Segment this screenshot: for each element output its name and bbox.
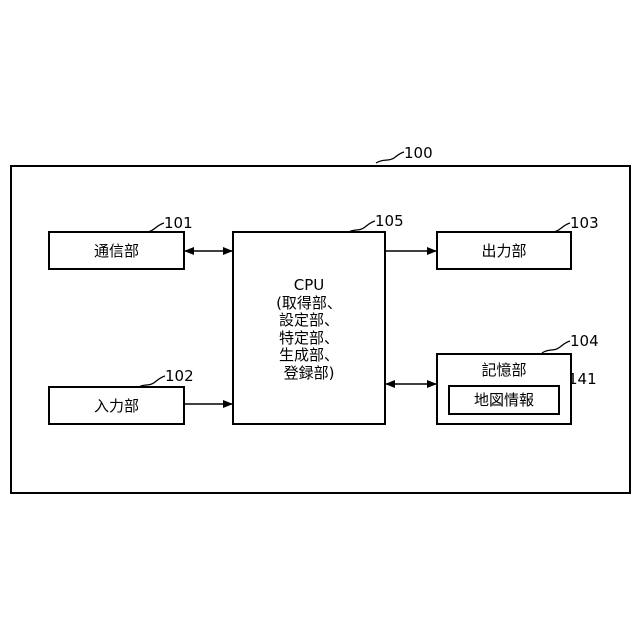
leader-100 bbox=[376, 152, 404, 163]
ref-101: 101 bbox=[164, 215, 193, 231]
ref-105: 105 bbox=[375, 213, 404, 229]
storage-unit-label: 記憶部 bbox=[438, 361, 570, 379]
cpu-box: CPU (取得部、 設定部、 特定部、 生成部、 登録部) bbox=[232, 231, 386, 425]
map-info-box: 地図情報 bbox=[448, 385, 560, 415]
output-unit-label: 出力部 bbox=[438, 242, 570, 260]
storage-unit-box: 記憶部 地図情報 bbox=[436, 353, 572, 425]
input-unit-label: 入力部 bbox=[50, 397, 183, 415]
cpu-module-line: 登録部) bbox=[234, 365, 384, 383]
cpu-module-line: (取得部、 bbox=[234, 295, 384, 313]
ref-102: 102 bbox=[165, 368, 194, 384]
cpu-module-line: 生成部、 bbox=[234, 347, 384, 365]
output-unit-box: 出力部 bbox=[436, 231, 572, 270]
map-info-label: 地図情報 bbox=[450, 391, 558, 409]
input-unit-box: 入力部 bbox=[48, 386, 185, 425]
ref-141: 141 bbox=[568, 371, 597, 387]
cpu-module-line: 特定部、 bbox=[234, 330, 384, 348]
ref-103: 103 bbox=[570, 215, 599, 231]
ref-100: 100 bbox=[404, 145, 433, 161]
cpu-title: CPU bbox=[234, 277, 384, 295]
cpu-module-line: 設定部、 bbox=[234, 312, 384, 330]
communication-unit-box: 通信部 bbox=[48, 231, 185, 270]
ref-104: 104 bbox=[570, 333, 599, 349]
communication-unit-label: 通信部 bbox=[50, 242, 183, 260]
leader-104 bbox=[542, 341, 570, 353]
